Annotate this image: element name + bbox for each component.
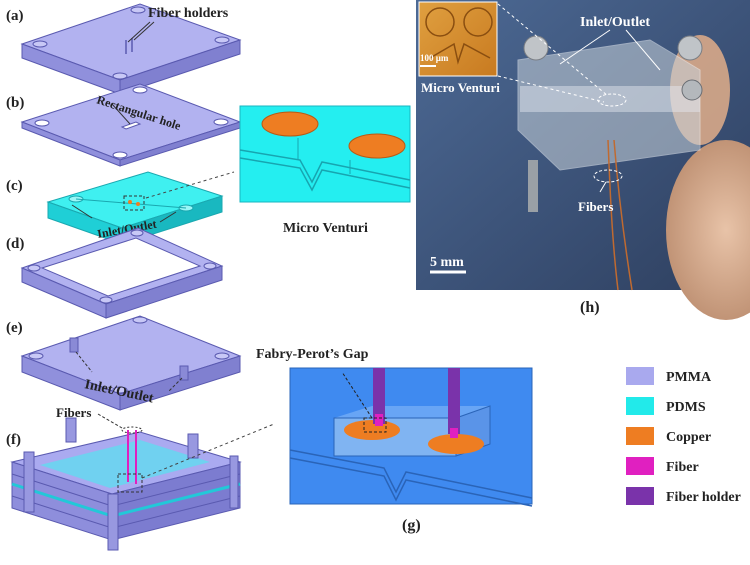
- arrow-fiber-holder-1: [127, 21, 151, 43]
- layer-a-pmma-plate: [20, 3, 242, 95]
- assembled-device: [10, 417, 242, 551]
- legend-label-copper: Copper: [666, 430, 711, 445]
- panel-label-b: (b): [6, 95, 24, 111]
- legend-label-fiber: Fiber: [666, 460, 699, 475]
- arrow-inlet-c-2: [159, 211, 177, 223]
- panel-label-c: (c): [6, 178, 23, 194]
- legend-label-fiber-holder: Fiber holder: [666, 490, 741, 505]
- label-fabry-perot-gap: Fabry-Perot’s Gap: [256, 347, 369, 362]
- arrow-fiber-holder-2: [133, 21, 155, 41]
- label-photo-scale-inset: 100 µm: [420, 53, 449, 63]
- panel-label-h: (h): [580, 299, 600, 316]
- legend-label-pmma: PMMA: [666, 370, 712, 385]
- device-photo: [416, 0, 750, 320]
- label-photo-inlet-outlet: Inlet/Outlet: [580, 15, 650, 30]
- layer-b-pmma-sheet: [20, 83, 242, 167]
- legend-label-pdms: PDMS: [666, 400, 706, 415]
- arrow-photo-fibers: [599, 181, 607, 193]
- layer-d-pmma-frame: [20, 227, 224, 319]
- micro-venturi-zoom: [239, 105, 411, 203]
- legend-swatch-copper: [626, 427, 654, 445]
- arrow-photo-inlet-1: [559, 29, 611, 65]
- label-fibers-f: Fibers: [56, 405, 91, 420]
- arrow-inlet-e-2: [167, 377, 183, 393]
- panel-label-e: (e): [6, 320, 23, 336]
- arrow-fp-gap: [341, 371, 373, 419]
- fabry-perot-zoom: [289, 367, 533, 507]
- label-photo-fibers: Fibers: [578, 199, 613, 214]
- arrow-fibers-f: [97, 413, 123, 429]
- legend-swatch-pdms: [626, 397, 654, 415]
- arrow-inlet-c-1: [71, 204, 93, 219]
- arrow-inlet-e-1: [75, 351, 93, 373]
- legend-swatch-fiber-holder: [626, 487, 654, 505]
- arrow-rect-hole: [111, 103, 131, 125]
- panel-label-g: (g): [402, 517, 421, 534]
- panel-label-f: (f): [6, 432, 21, 448]
- legend-swatch-fiber: [626, 457, 654, 475]
- legend-swatch-pmma: [626, 367, 654, 385]
- panel-label-d: (d): [6, 236, 24, 252]
- label-photo-micro-venturi: Micro Venturi: [421, 80, 500, 95]
- panel-label-a: (a): [6, 8, 24, 24]
- layer-e-pmma-plate: [20, 315, 242, 411]
- connector-inset-bottom: [497, 75, 605, 103]
- label-micro-venturi: Micro Venturi: [283, 221, 368, 236]
- label-fiber-holders: Fiber holders: [148, 6, 229, 21]
- arrow-photo-inlet-2: [625, 29, 661, 71]
- label-photo-scale: 5 mm: [430, 255, 464, 270]
